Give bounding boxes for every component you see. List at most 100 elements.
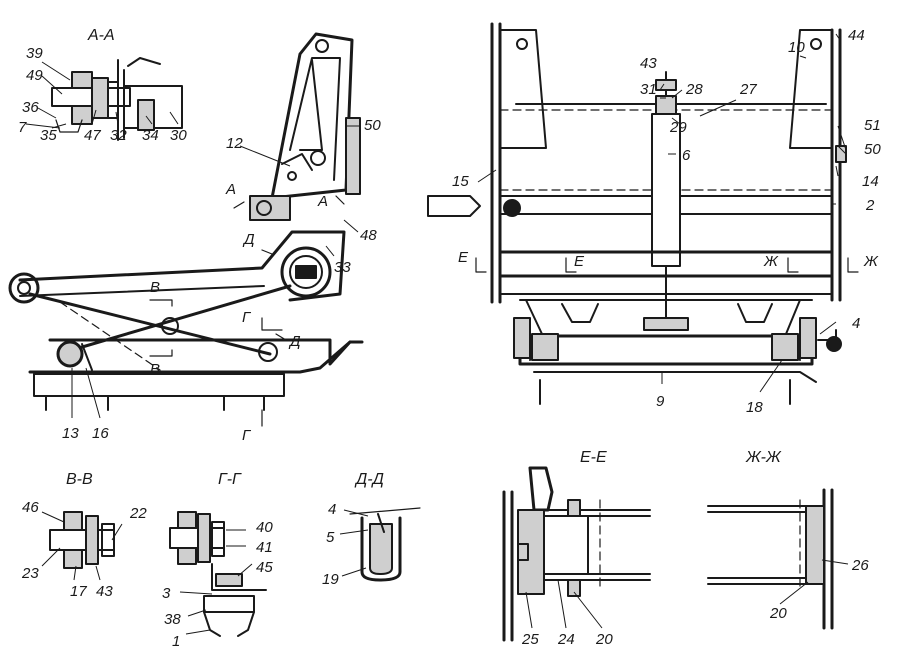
callout: 35 [40,127,57,144]
seat-front-roller [8,272,40,304]
base-studs [45,395,265,411]
section-gg-detail [169,511,267,637]
left-bearing-block [531,333,559,361]
ee-plug [543,515,589,575]
recline-knob [503,199,521,217]
callout: 50 [364,117,381,134]
base-bar [533,371,817,383]
seat-frame-lower [19,285,265,297]
backrest-pivot [310,150,326,166]
callout: 40 [256,519,273,536]
dd-profile [360,516,402,582]
title-ee: Е-Е [580,449,607,466]
base-frame [518,334,814,366]
shock-absorber-body [651,113,681,267]
dd-sheet [349,507,421,515]
ee-tube [543,509,651,581]
callout: 6 [682,147,691,164]
mark-d-top: Д [242,231,255,248]
adjust-knob [287,171,297,181]
gg-nut [211,521,225,557]
callout: 25 [521,631,539,648]
right-frame-post [830,28,842,302]
callout: 7 [18,119,27,136]
right-hinge-pin [810,38,822,50]
right-roller-mount [799,317,817,359]
callout: 33 [334,259,351,276]
scissor-center-pivot [161,317,179,335]
right-backrest-hinge [789,29,833,149]
base-slide [33,373,285,397]
aa-spring-clip [127,57,161,67]
seat-lower-rails [499,293,833,301]
callout: 26 [851,557,869,574]
callout: 20 [595,631,613,648]
height-lever-knob [826,336,842,352]
backrest-lever [281,153,313,171]
side-view [8,32,364,427]
leader-lines [25,33,849,635]
callout: 32 [110,127,127,144]
callout: 49 [26,67,43,84]
slide-lever [81,343,93,371]
left-roller-mount [513,317,531,359]
ee-slot [517,543,529,561]
gg-washer [197,513,211,563]
section-line-v [149,299,173,357]
section-vv-detail [49,511,115,569]
seat-recesses [561,303,773,323]
zh-end-plate [805,505,825,585]
section-dd-detail [349,507,421,582]
callout: 51 [864,117,881,134]
mark-d-bottom: Д [288,333,301,350]
vv-washer [85,515,99,565]
callout: 29 [669,119,687,136]
left-frame-post [490,22,502,304]
dd-tab [377,513,385,533]
title-zhzh: Ж-Ж [745,449,782,466]
callout: 20 [769,605,787,622]
mark-g-bottom: Г [242,427,252,444]
base-upper [48,338,364,366]
gg-spring-seat [203,595,255,613]
mark-v-top: В [150,279,160,296]
adjust-handle [427,195,481,217]
callout: 4 [852,315,860,332]
backrest-inner [289,57,341,181]
section-mark-zh [787,257,859,273]
callout: 2 [865,197,875,214]
mark-e-left: Е [458,249,469,266]
section-line-g [261,317,283,427]
callout: 48 [360,227,377,244]
mark-a-right: А [317,193,328,210]
ee-side-wall [502,490,514,642]
scissor-rear-pivot [258,342,278,362]
ee-top-screw [567,499,581,517]
shock-top-eye [655,95,677,115]
callout-labels: 39 49 36 7 35 47 32 34 30 12 50 48 33 13… [18,27,881,650]
callout: 36 [22,99,39,116]
mark-zh-left: Ж [763,253,779,270]
callout: 43 [640,55,657,72]
aa-nut [91,77,109,119]
callout: 46 [22,499,39,516]
seat-frame-top [18,230,346,302]
section-aa-detail [51,57,183,141]
backrest-top-pin [315,39,329,53]
callout: 14 [862,173,879,190]
front-view [427,22,859,405]
callout: 17 [70,583,87,600]
section-zhzh-detail [707,488,834,630]
right-bearing-block [771,333,799,361]
handwheel-badge [295,265,317,279]
callout: 28 [685,81,703,98]
mark-g-top: Г [242,309,252,326]
zh-tube [707,505,809,585]
zh-side-wall [822,488,834,630]
callout: 31 [640,81,657,98]
callout: 12 [226,135,243,152]
left-backrest-hinge [499,29,547,149]
callout: 27 [739,81,757,98]
callout: 18 [746,399,763,416]
mark-v-bottom: В [150,361,160,378]
